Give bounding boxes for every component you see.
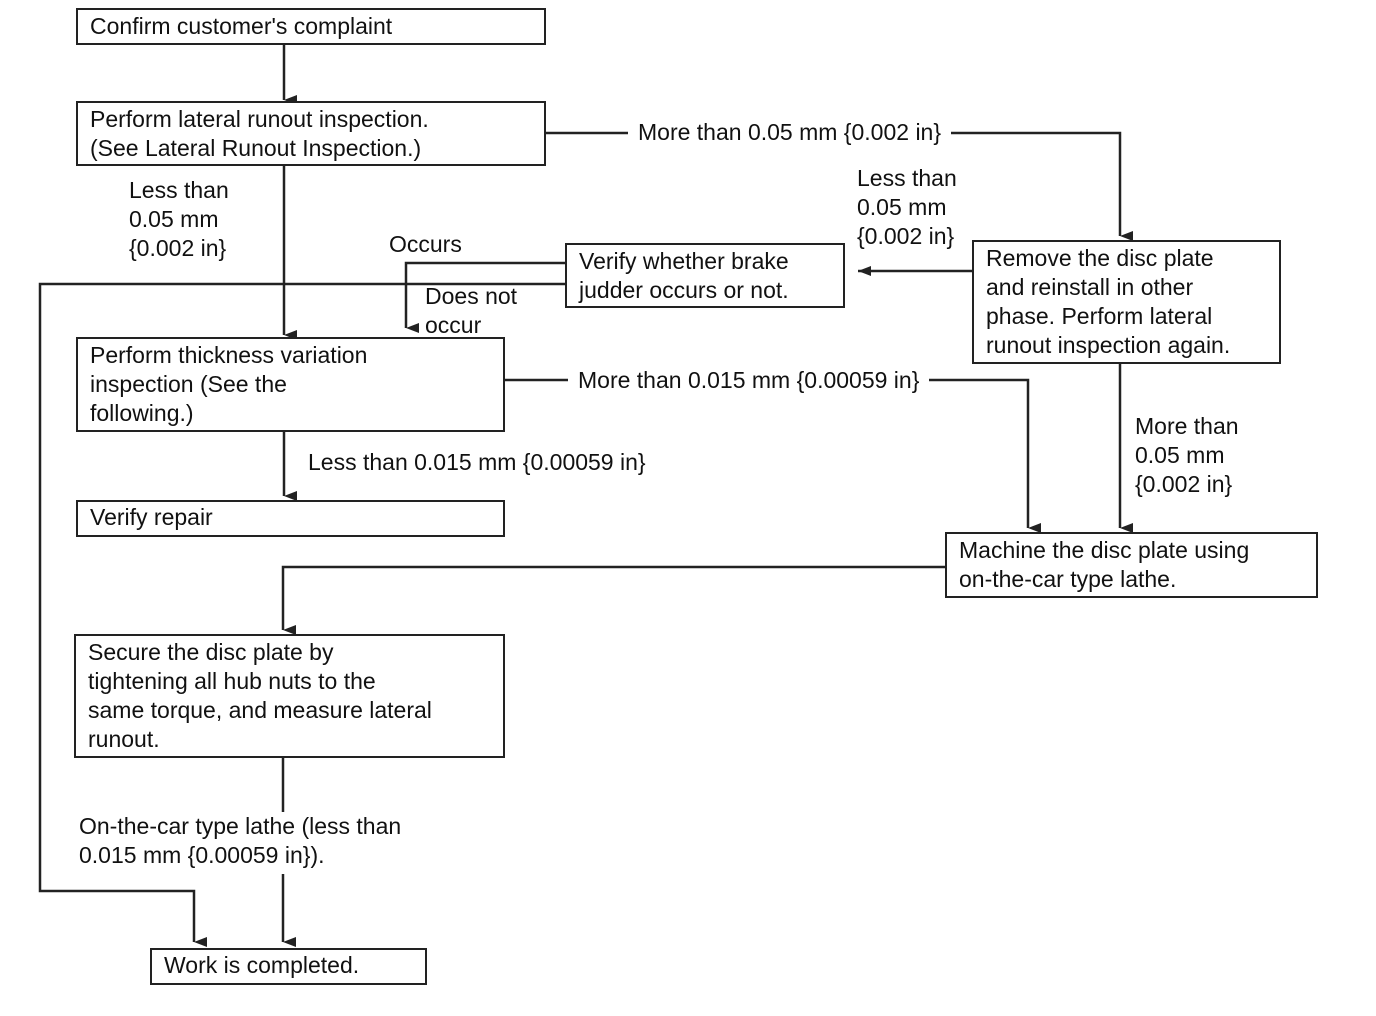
box-lateral-runout-inspection: Perform lateral runout inspection. (See … <box>76 101 546 166</box>
label-does-not-occur: Does not occur <box>425 283 518 338</box>
label-less-than-0-05-left: Less than 0.05 mm {0.002 in} <box>129 177 229 261</box>
box-thickness-variation-inspection: Perform thickness variation inspection (… <box>76 337 505 432</box>
box-machine-disc-plate: Machine the disc plate using on-the-car … <box>945 532 1318 598</box>
box-verify-brake-judder: Verify whether brake judder occurs or no… <box>565 243 845 308</box>
box-secure-disc-plate: Secure the disc plate by tightening all … <box>74 634 505 758</box>
box-confirm-complaint: Confirm customer's complaint <box>76 8 546 45</box>
box-remove-disc-plate: Remove the disc plate and reinstall in o… <box>972 240 1281 364</box>
box-work-completed: Work is completed. <box>150 948 427 985</box>
arrow-machine-to-secure <box>281 565 945 635</box>
arrow-lateral-to-remove <box>546 131 1133 241</box>
label-more-than-0-05-top: More than 0.05 mm {0.002 in} <box>628 118 952 147</box>
label-occurs: Occurs <box>389 231 462 257</box>
label-more-than-0-05-right: More than 0.05 mm {0.002 in} <box>1135 413 1239 497</box>
box-verify-repair: Verify repair <box>76 500 505 537</box>
label-less-than-0-015: Less than 0.015 mm {0.00059 in} <box>308 449 646 475</box>
arrow-verify-to-complete <box>38 282 566 947</box>
label-less-than-0-05-right: Less than 0.05 mm {0.002 in} <box>857 165 957 249</box>
label-on-the-car-lathe: On-the-car type lathe (less than 0.015 m… <box>79 812 402 874</box>
label-more-than-0-015: More than 0.015 mm {0.00059 in} <box>568 366 930 395</box>
arrow-verify-to-thickness <box>404 261 566 333</box>
